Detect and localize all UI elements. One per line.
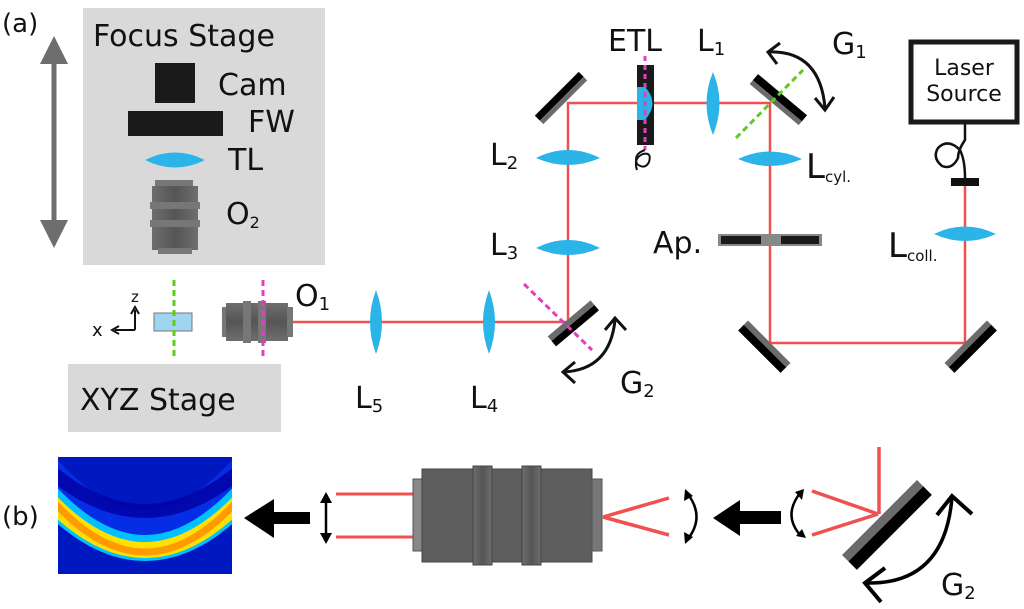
conjugate-plane-magenta bbox=[522, 282, 594, 352]
lcoll-label: Lcoll. bbox=[888, 226, 937, 266]
axis-indicator: z x bbox=[92, 288, 140, 341]
panel-a-label: (a) bbox=[2, 9, 38, 39]
g1-label: G1 bbox=[832, 27, 867, 63]
laser-label-line2: Source bbox=[926, 82, 1002, 107]
lens-l3 bbox=[536, 240, 600, 255]
conjugate-plane-green bbox=[734, 68, 805, 140]
g2-label-panel-b: G2 bbox=[941, 568, 976, 604]
l5-label: L5 bbox=[355, 381, 383, 417]
lens-l5 bbox=[370, 290, 382, 354]
laser-source-box bbox=[908, 39, 1020, 125]
aperture-icon bbox=[718, 234, 822, 246]
curved-light-sheet-image bbox=[58, 457, 232, 574]
output-arrow-middle bbox=[713, 500, 781, 536]
objective-o1-icon bbox=[222, 301, 293, 343]
camera-icon bbox=[155, 63, 195, 103]
output-arrow-left bbox=[244, 499, 310, 538]
tube-lens-icon bbox=[145, 152, 205, 168]
o2-label: O2 bbox=[226, 197, 260, 232]
etl-label: ETL bbox=[608, 24, 662, 59]
laser-label-line1: Laser bbox=[934, 56, 995, 81]
beam-displacement-arrow bbox=[320, 492, 332, 544]
galvo-mirror-g2-panel-b bbox=[842, 480, 932, 570]
mirror-top-left bbox=[534, 71, 588, 125]
l3-label: L3 bbox=[490, 228, 518, 264]
lens-lcoll bbox=[934, 226, 996, 241]
reflected-beam-bottom bbox=[811, 512, 879, 537]
lcyl-label: Lcyl. bbox=[806, 147, 851, 187]
axis-x-label: x bbox=[92, 320, 103, 341]
l1-label: L1 bbox=[697, 24, 725, 60]
cam-label: Cam bbox=[218, 68, 287, 103]
g2-rotation-arrow bbox=[562, 319, 617, 374]
laser-beam-path bbox=[293, 101, 967, 345]
mirror-bottom-right bbox=[944, 320, 997, 373]
objective-o2-icon bbox=[150, 180, 200, 254]
axis-z-label: z bbox=[131, 288, 139, 306]
angle-rotation-arrow-1 bbox=[684, 489, 698, 544]
o1-label: O1 bbox=[295, 279, 330, 315]
focus-stage-movement-arrow bbox=[40, 36, 68, 248]
etl-icon bbox=[634, 56, 654, 171]
objective-panel-b bbox=[412, 465, 603, 566]
l2-label: L2 bbox=[490, 138, 518, 174]
lens-lcyl bbox=[738, 151, 802, 166]
l4-label: L4 bbox=[470, 381, 498, 417]
galvo-mirror-g1 bbox=[749, 74, 808, 126]
angle-rotation-arrow-2 bbox=[790, 489, 806, 538]
panel-b-label: (b) bbox=[2, 502, 39, 532]
fw-label: FW bbox=[248, 105, 295, 140]
mirror-bottom-left bbox=[738, 320, 791, 373]
g2-label: G2 bbox=[620, 366, 655, 402]
lens-l4 bbox=[483, 290, 495, 354]
beam-fan-top bbox=[602, 496, 670, 519]
lens-l1 bbox=[706, 72, 720, 135]
focus-stage-box bbox=[83, 8, 325, 265]
tl-label: TL bbox=[227, 143, 263, 178]
g1-rotation-arrow bbox=[767, 50, 827, 109]
xyz-stage-label: XYZ Stage bbox=[80, 383, 236, 418]
galvo-mirror-g2 bbox=[547, 300, 599, 347]
filter-wheel-icon bbox=[128, 111, 223, 136]
lens-l2 bbox=[536, 150, 600, 165]
g2-rotation-arrow-panel-b bbox=[862, 493, 974, 604]
focus-stage: Focus Stage Cam FW TL O2 bbox=[83, 8, 325, 265]
aperture-label: Ap. bbox=[653, 226, 702, 261]
focus-stage-title: Focus Stage bbox=[93, 19, 275, 54]
reflected-beam-top bbox=[811, 489, 879, 516]
fiber-icon bbox=[934, 124, 979, 186]
beam-fan-bottom bbox=[602, 515, 670, 537]
xyz-stage-box bbox=[68, 364, 281, 432]
